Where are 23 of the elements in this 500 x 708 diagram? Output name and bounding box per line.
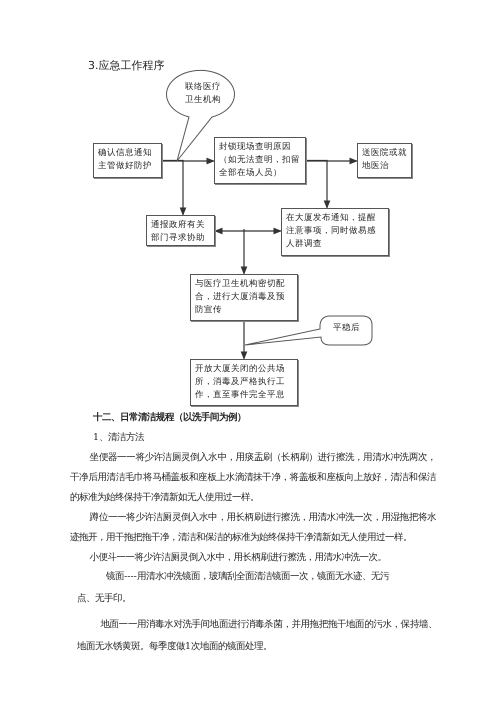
process-box: 送医院或就地医治 bbox=[357, 143, 412, 178]
paragraph: 坐便器一一将少许洁厕灵倒入水中，用痰盂刷（长柄刷）进行擦洗，用清水冲洗两次，干净后用清洁毛巾将马桶盖板和座板上水滴清抹干净，将盖板和座板向上放好，清洁和保洁的标准为始终保持干净清新如无人使用过一样。 bbox=[70, 451, 436, 505]
process-box: 在大厦发布通知，提醒注意事项，同时做易感人群调查 bbox=[281, 208, 389, 256]
process-box: 通报政府有关部门寻求协助 bbox=[146, 215, 215, 246]
process-box: 确认信息通知主管做好防护 bbox=[93, 143, 162, 178]
paragraph: 镜面----用清水冲洗镜面，玻璃刮全面清洁镜面一次，镜面无水迹、无污点、无手印。 bbox=[77, 570, 390, 606]
paragraph: 小便斗一一将少许洁厕灵倒入水中，用长柄刷进行擦洗，用清水冲洗一次。 bbox=[88, 551, 388, 565]
paragraph: 地面一一用消毒水对洗手间地面进行消毒杀菌，并用拖把拖干地面的污水，保持墙、地面无水锈黄斑。每季度做1次地面的镜面处理。 bbox=[77, 618, 437, 654]
arrow bbox=[240, 321, 248, 360]
section-heading: 十二、日常清洁规程（以洗手间为例） bbox=[93, 410, 247, 425]
process-box: 封锁现场查明原因（如无法查明，扣留全部在场人员） bbox=[214, 137, 306, 184]
arrow bbox=[162, 158, 215, 164]
arrow bbox=[214, 228, 282, 234]
process-box: 开放大厦关闭的公共场所，消毒及严格执行工作，直至事件完全平息 bbox=[190, 359, 298, 406]
process-box: 与医疗卫生机构密切配合，进行大厦消毒及预防宣传 bbox=[190, 274, 298, 321]
arrow bbox=[162, 160, 186, 216]
arrow bbox=[240, 229, 248, 275]
arrow bbox=[306, 158, 358, 164]
paragraph: 蹲位一一将少许洁厕灵倒入水中，用长柄刷进行擦洗，用清水冲洗一次，用湿拖把将水迹拖开，用干拖把拖干净，清洁和保洁的标准为始终保持干净清新如无人使用过一样。 bbox=[70, 511, 436, 545]
callout-bubble: 平稳后 bbox=[244, 315, 373, 347]
arrow bbox=[306, 160, 330, 209]
section-title: 3.应急工作程序 bbox=[88, 58, 164, 73]
subheading: 1、清洁方法 bbox=[93, 431, 146, 445]
